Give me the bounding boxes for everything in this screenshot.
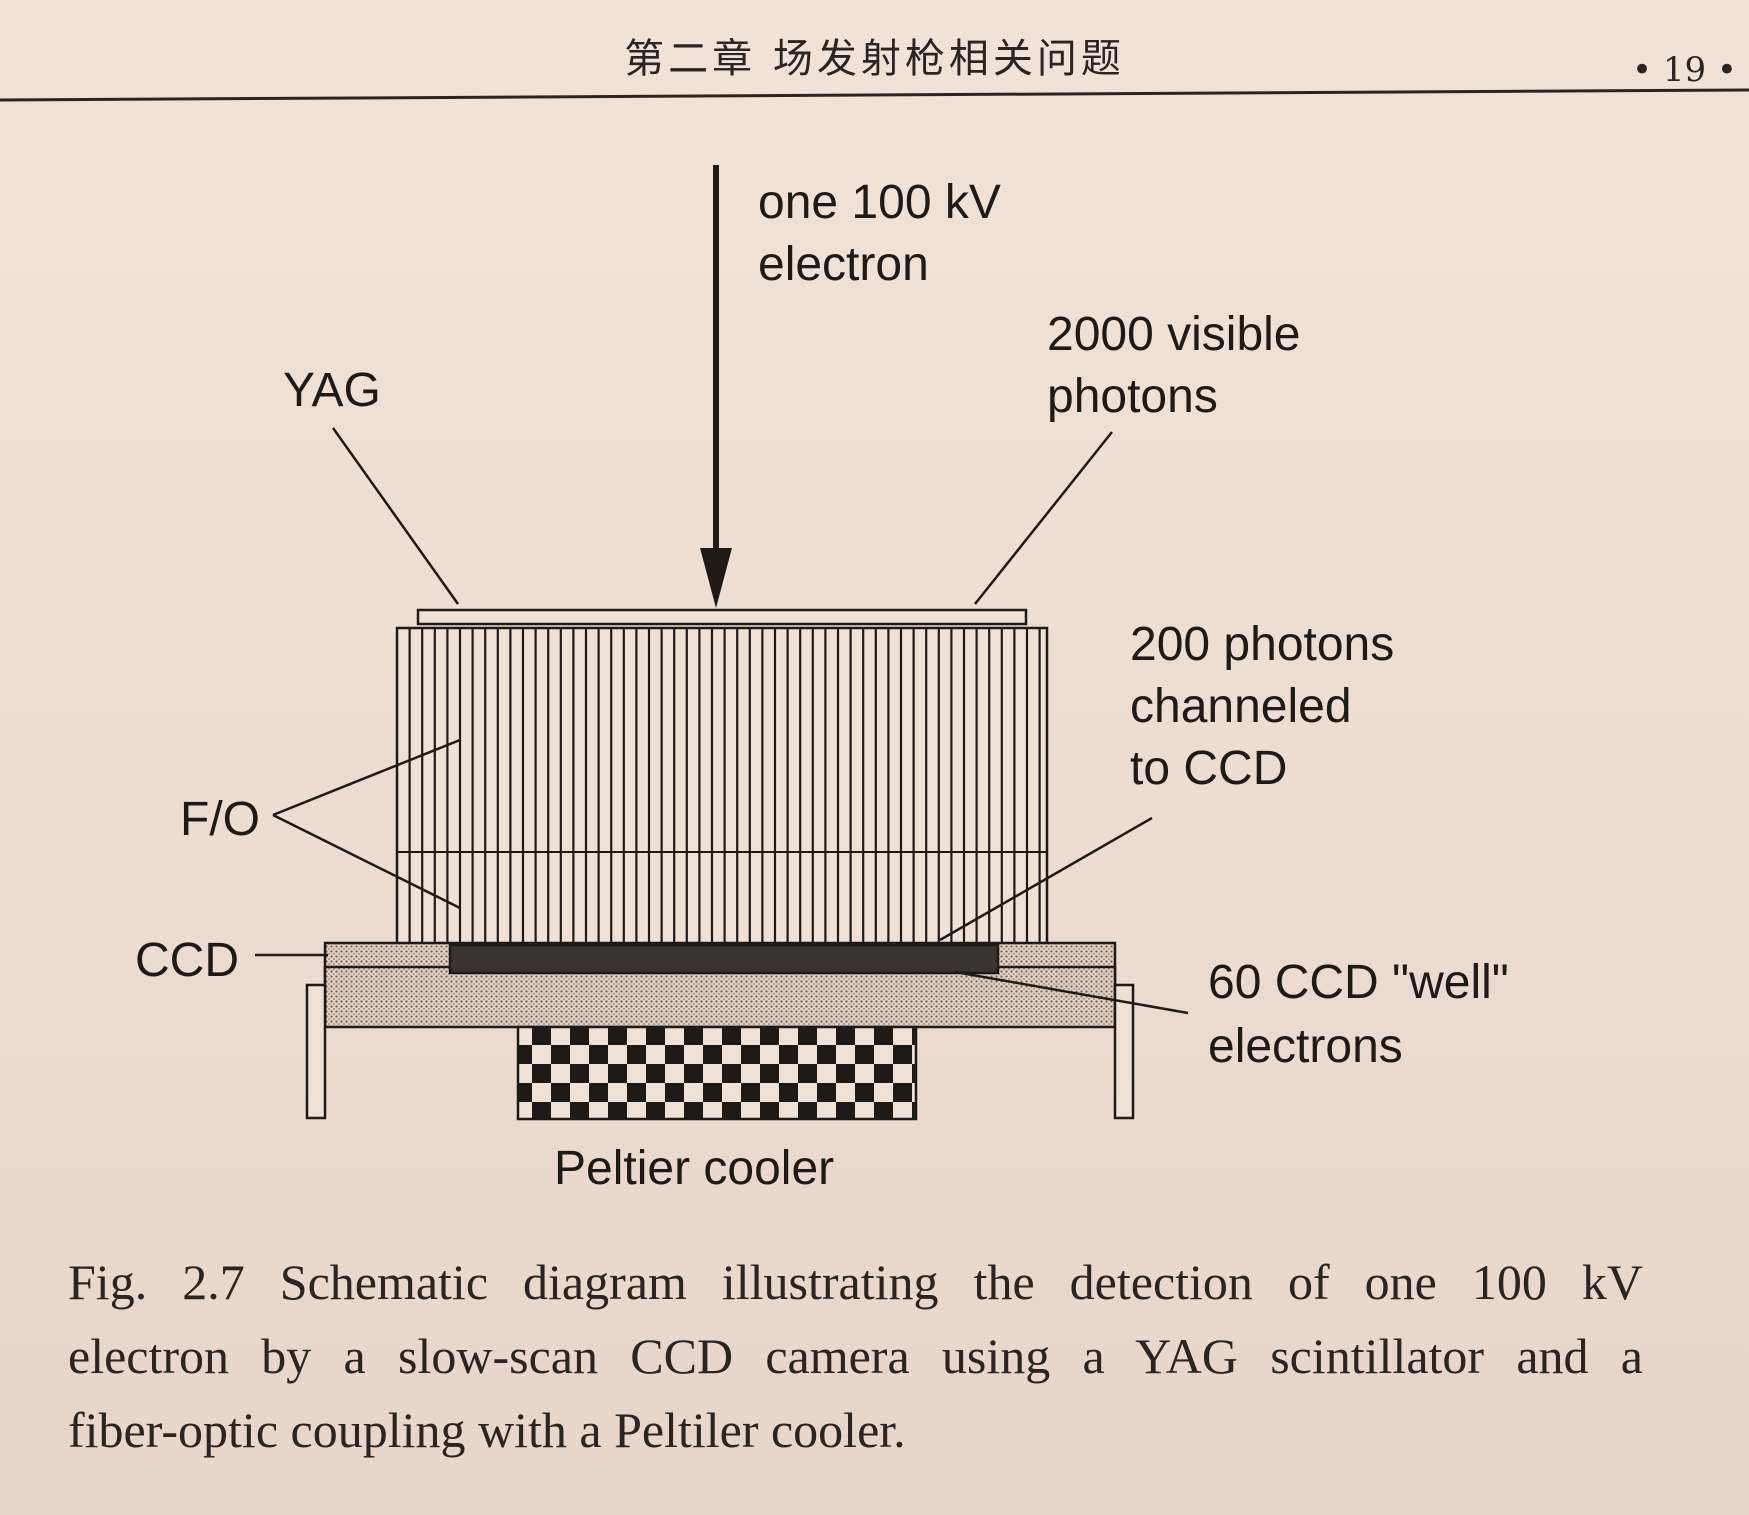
figure-caption: Fig. 2.7 Schematic diagram illustrating … [68, 1245, 1643, 1467]
caption-line-1: Fig. 2.7 Schematic diagram illustrating … [68, 1254, 1643, 1310]
ccd-sensor [448, 943, 1000, 975]
well-label-line1: 60 CCD "well" [1208, 956, 1509, 1009]
visible-photons-label-line2: photons [1047, 370, 1218, 423]
electron-label-line1: one 100 kV [758, 176, 1001, 229]
yag-scintillator [416, 608, 1028, 626]
ccd-substrate [323, 965, 1117, 1029]
electron-label-line2: electron [758, 238, 929, 291]
caption-line-3: fiber-optic coupling with a Peltiler coo… [68, 1402, 906, 1458]
peltier-label: Peltier cooler [554, 1142, 834, 1195]
channeled-label-line1: 200 photons [1130, 618, 1394, 671]
electron-arrow [700, 165, 732, 608]
yag-leader [331, 427, 460, 605]
channeled-label-line2: channeled [1130, 680, 1352, 733]
left-leg [305, 983, 327, 1120]
ccd-detector-diagram: one 100 kV electron 2000 visible photons… [135, 165, 1509, 1195]
leader-lines [255, 427, 1189, 1015]
yag-label: YAG [283, 364, 381, 417]
photons-leader [974, 431, 1113, 605]
chapter-title: 第二章 场发射枪相关问题 [624, 36, 1125, 82]
header-rule [0, 88, 1749, 102]
fo-label: F/O [180, 793, 260, 846]
well-leader [954, 970, 1189, 1015]
page-number: • 19 • [1632, 50, 1737, 90]
caption-line-2: electron by a slow-scan CCD camera using… [68, 1328, 1643, 1384]
fo-leader-upper [272, 738, 461, 817]
channeled-label-line3: to CCD [1130, 742, 1287, 795]
well-label-line2: electrons [1208, 1020, 1403, 1073]
fo-leader-lower [272, 813, 461, 910]
right-leg [1113, 983, 1135, 1120]
peltier-cooler [516, 1025, 918, 1121]
ccd-label: CCD [135, 934, 239, 987]
channeled-leader [939, 816, 1153, 942]
fiber-optic-block [395, 626, 1049, 948]
visible-photons-label-line1: 2000 visible [1047, 308, 1301, 361]
